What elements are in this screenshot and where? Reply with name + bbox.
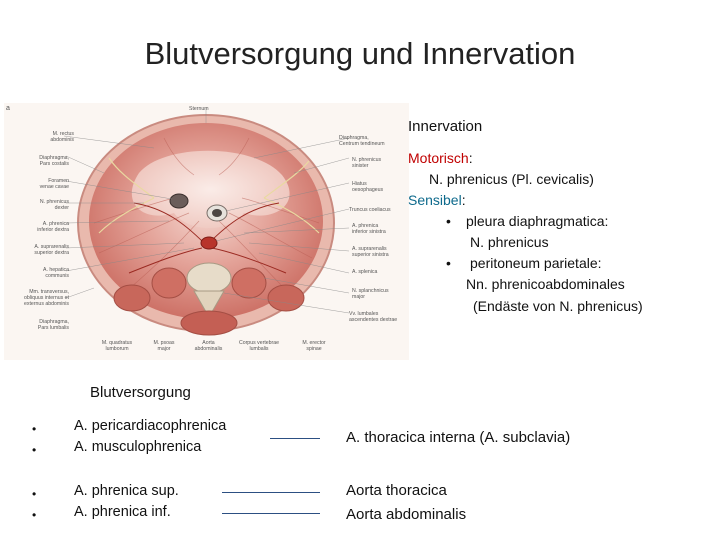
label-corpus-vertebrae: Corpus vertebrae lumbalis: [238, 340, 280, 352]
peritoneum-line-1: peritoneum parietale:: [470, 255, 602, 271]
connector-line: [222, 492, 320, 493]
label-a-suprarenalis-superior-dextra: A. suprarenalis superior dextra: [34, 244, 69, 256]
vessel-bullet: •: [32, 422, 37, 436]
connector-line: [222, 513, 320, 514]
label-a-hepatica-communis: A. hepatica communis: [43, 267, 69, 279]
label-diaphragma-pars-lumbalis: Diaphragma, Pars lumbalis: [37, 319, 69, 331]
vessel-musculophrenica: A. musculophrenica: [74, 439, 202, 455]
pleura-line-2: N. phrenicus: [470, 234, 549, 250]
vessel-bullet: •: [32, 508, 37, 522]
label-m-rectus: M. rectus abdominis: [50, 131, 74, 143]
vessel-phrenica-sup: A. phrenica sup.: [74, 483, 179, 499]
label-mm-transversus: Mm. transversus, obliquus internus et ex…: [24, 289, 69, 307]
diaphragm-illustration: a Sternum M. rectus abdominis Diaphragma…: [4, 103, 409, 360]
sensibel-colon: :: [461, 192, 466, 208]
label-a-phrenica-inferior-dextra: A. phrenica inferior dextra: [37, 221, 69, 233]
source-aorta-thoracica: Aorta thoracica: [346, 482, 447, 499]
motorisch-label: Motorisch: [408, 150, 469, 166]
blutversorgung-heading: Blutversorgung: [90, 384, 191, 401]
slide-title: Blutversorgung und Innervation: [144, 36, 576, 71]
label-diaphragma-pars-costalis: Diaphragma, Pars costalis: [39, 155, 69, 167]
peritoneum-line-3: (Endäste von N. phrenicus): [473, 298, 643, 314]
source-thoracica-interna: A. thoracica interna (A. subclavia): [346, 429, 571, 446]
label-m-psoas: M. psoas major: [153, 340, 175, 352]
label-foramen-venae-cavae: Foramen venae cavae: [39, 178, 69, 190]
label-truncus-coeliacus: Truncus coeliacus: [349, 207, 391, 213]
label-vv-lumbales: Vv. lumbales ascendentes dextrae: [349, 311, 398, 323]
label-aorta-abdominalis: Aorta abdominalis: [194, 340, 223, 352]
bullet-pleura: •: [446, 213, 451, 229]
pleura-line-1: pleura diaphragmatica:: [466, 213, 609, 229]
label-hiatus-oesophageus: Hiatus oesophageus: [352, 181, 384, 193]
label-a-splenica: A. splenica: [352, 269, 378, 275]
source-aorta-abdominalis: Aorta abdominalis: [346, 506, 467, 523]
innervation-heading: Innervation: [408, 118, 483, 135]
label-a-suprarenalis-superior-sinistra: A. suprarenalis superior sinistra: [352, 246, 389, 258]
label-diaphragma-centrum: Diaphragma, Centrum tendineum: [339, 135, 385, 147]
motorisch-line: Motorisch:: [408, 148, 473, 169]
peritoneum-line-2: Nn. phrenicoabdominales: [466, 276, 625, 292]
motorisch-text: N. phrenicus (Pl. cevicalis): [429, 171, 594, 187]
label-n-phrenicus-sinister: N. phrenicus sinister: [352, 157, 382, 169]
vessel-pericardiacophrenica: A. pericardiacophrenica: [74, 418, 227, 434]
motorisch-colon: :: [468, 150, 473, 166]
label-m-erector: M. erector spinae: [302, 340, 326, 352]
sensibel-label: Sensibel: [408, 192, 462, 208]
bullet-peritoneum: •: [446, 255, 451, 271]
label-sternum: Sternum: [189, 106, 209, 112]
sensibel-line: Sensibel:: [408, 190, 466, 211]
label-n-phrenicus-dexter: N. phrenicus dexter: [39, 199, 69, 211]
connector-line: [270, 438, 320, 439]
vessel-bullet: •: [32, 443, 37, 457]
panel-letter: a: [6, 105, 10, 112]
vessel-phrenica-inf: A. phrenica inf.: [74, 504, 171, 520]
diaphragm-drawing: [63, 108, 350, 336]
vessel-bullet: •: [32, 487, 37, 501]
label-n-splanchnicus: N. splanchnicus major: [352, 288, 389, 300]
label-m-quadratus: M. quadratus lumborum: [101, 340, 133, 352]
label-a-phrenica-inferior-sinistra: A. phrenica inferior sinistra: [352, 223, 386, 235]
